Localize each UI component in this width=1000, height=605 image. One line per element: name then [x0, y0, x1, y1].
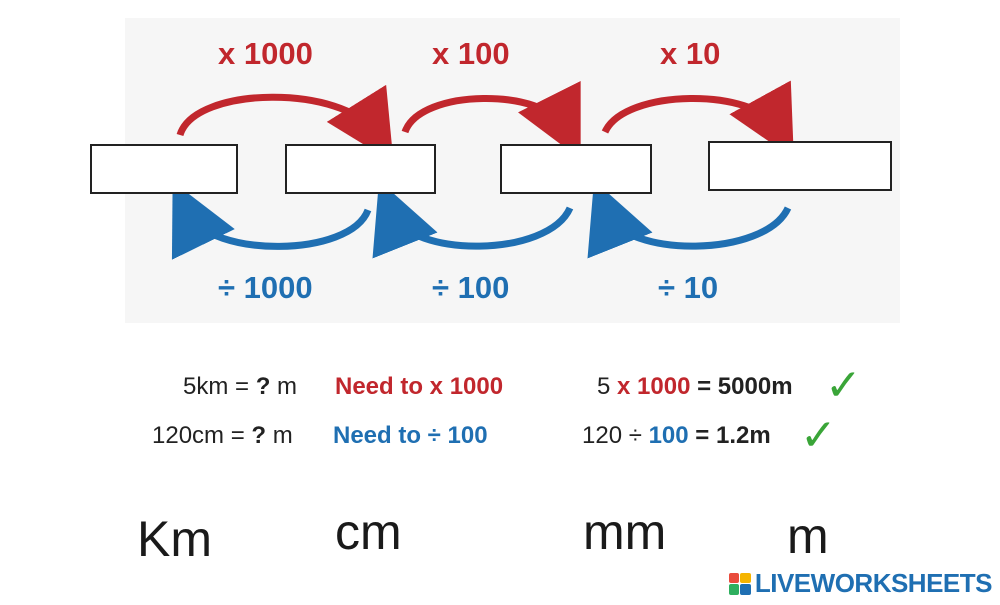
example-2-calculation: 120 ÷ 100 = 1.2m — [582, 422, 771, 449]
unit-drop-box-4[interactable] — [708, 141, 892, 191]
check-icon: ✓ — [825, 360, 862, 411]
multiply-label-2: x 100 — [432, 36, 510, 71]
unit-drop-box-1[interactable] — [90, 144, 238, 194]
divide-arrow-3 — [587, 180, 792, 259]
draggable-unit-m[interactable]: m — [787, 508, 829, 564]
logo-text: LIVEWORKSHEETS — [754, 568, 993, 598]
divide-arrow-2 — [372, 180, 574, 259]
logo-icon — [728, 572, 751, 595]
divide-label-1: ÷ 1000 — [218, 270, 313, 305]
example-2-need: Need to ÷ 100 — [333, 422, 488, 449]
unit-drop-box-2[interactable] — [285, 144, 436, 194]
liveworksheets-logo: LIVEWORKSHEETS — [728, 568, 993, 599]
divide-label-3: ÷ 10 — [658, 270, 719, 305]
multiply-arrow-1 — [176, 84, 394, 163]
check-icon: ✓ — [800, 410, 837, 461]
divide-arrow-1 — [172, 181, 372, 260]
multiply-label-1: x 1000 — [218, 36, 313, 71]
example-1-question: 5km = ? m — [183, 373, 298, 400]
example-1-need: Need to x 1000 — [335, 373, 504, 400]
example-1-calculation: 5 x 1000 = 5000m — [597, 373, 793, 400]
multiply-arrow-2 — [401, 81, 581, 160]
draggable-unit-km[interactable]: Km — [137, 511, 212, 567]
draggable-unit-mm[interactable]: mm — [583, 504, 667, 560]
draggable-unit-cm[interactable]: cm — [335, 504, 402, 560]
unit-drop-box-3[interactable] — [500, 144, 652, 194]
multiply-arrow-3 — [601, 80, 794, 159]
conversion-arrows — [172, 80, 794, 260]
example-2-question: 120cm = ? m — [152, 422, 293, 449]
multiply-label-3: x 10 — [660, 36, 721, 71]
divide-label-2: ÷ 100 — [432, 270, 510, 305]
